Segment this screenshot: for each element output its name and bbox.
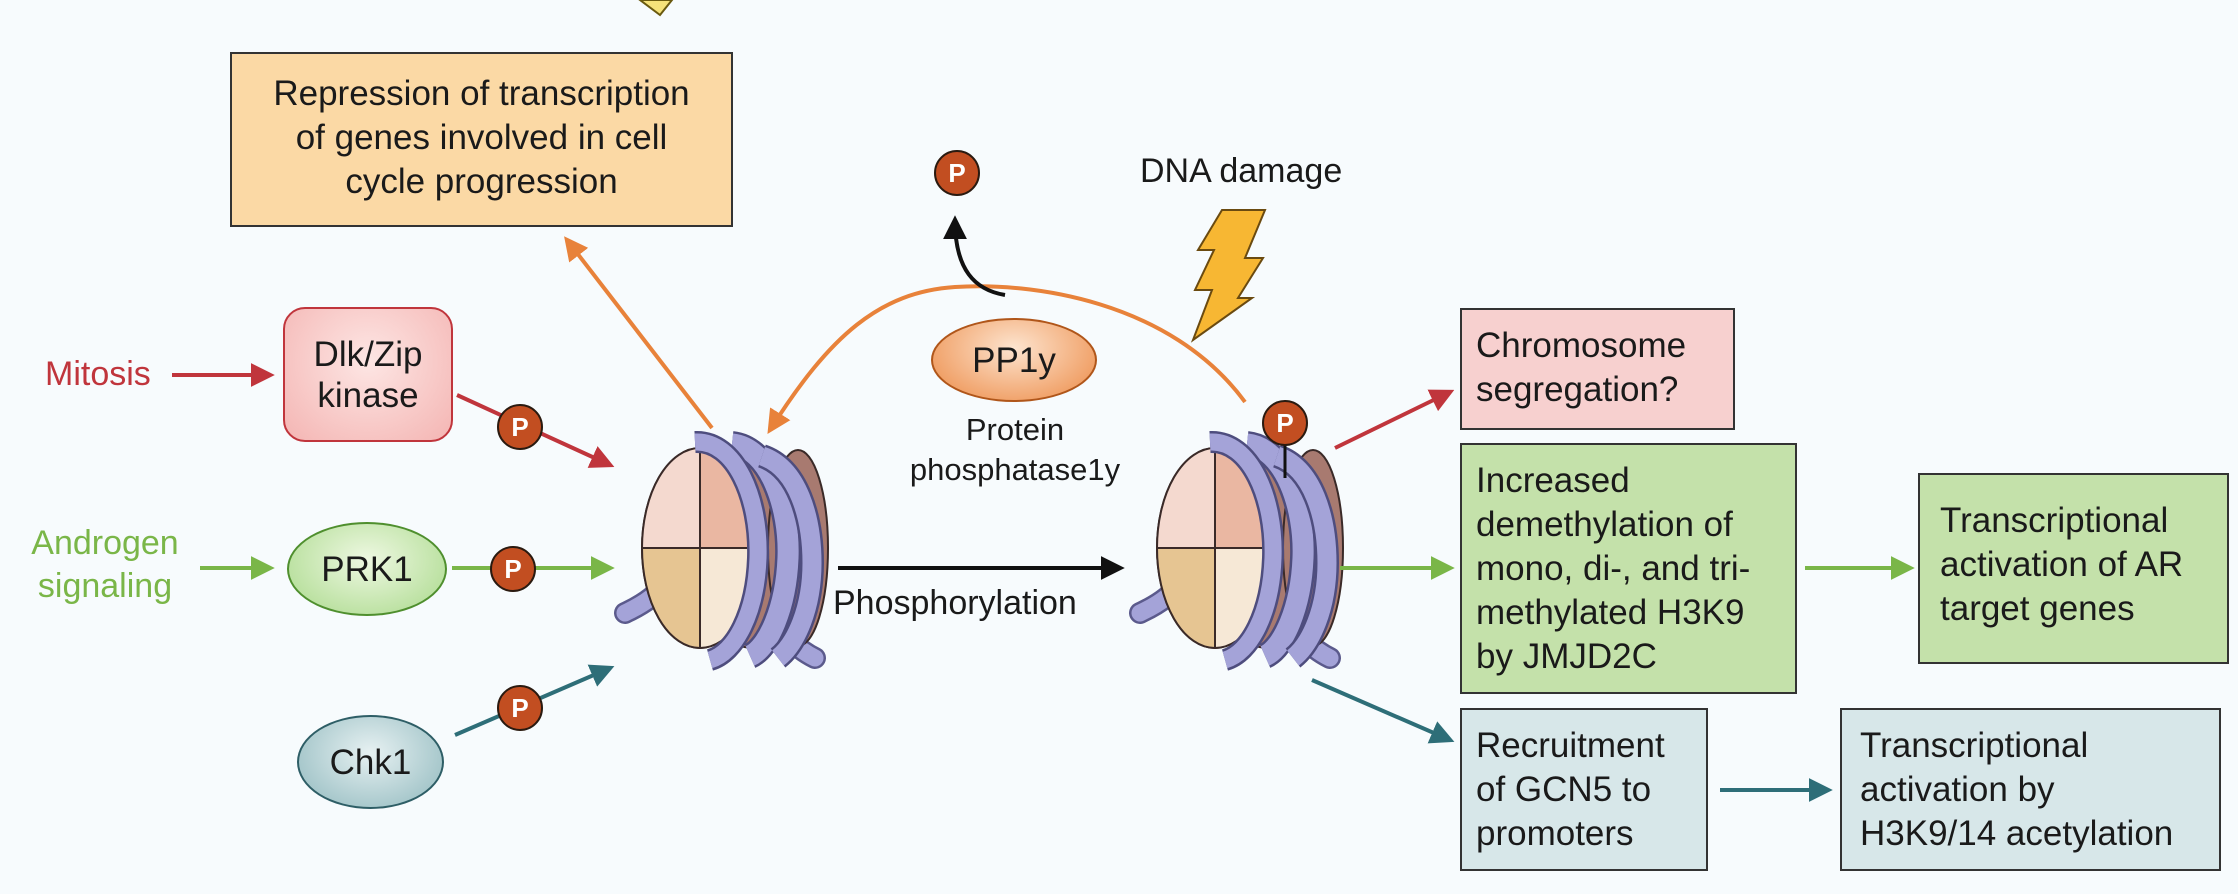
- phospho-badge-dlk: P: [497, 404, 543, 450]
- nucleosome-left: [625, 442, 828, 660]
- dlk-zip-kinase-node: Dlk/Zip kinase: [283, 307, 453, 442]
- demethylation-box: Increased demethylation of mono, di-, an…: [1460, 443, 1797, 694]
- acetylation-box: Transcriptional activation by H3K9/14 ac…: [1840, 708, 2221, 871]
- gcn5-arrow: [1311, 678, 1455, 744]
- prk1-node: PRK1: [287, 522, 447, 616]
- repression-box: Repression of transcription of genes inv…: [230, 52, 733, 227]
- phospho-badge-chk1: P: [497, 685, 543, 731]
- chk1-node: Chk1: [297, 715, 444, 809]
- lightning-bolt-top-icon: [638, 0, 674, 17]
- mitosis-label: Mitosis: [45, 355, 151, 393]
- nucleosome-right: [1140, 442, 1343, 660]
- phospho-badge-nucleosome: P: [1262, 400, 1308, 446]
- gcn5-recruitment-box: Recruitment of GCN5 to promoters: [1460, 708, 1708, 871]
- phosphate-release-arrow: [943, 215, 1006, 297]
- ar-activation-box: Transcriptional activation of AR target …: [1918, 473, 2229, 664]
- repression-arrow: [564, 236, 714, 430]
- dna-damage-label: DNA damage: [1140, 152, 1343, 190]
- phosphorylation-label: Phosphorylation: [833, 584, 1077, 622]
- protein-phosphatase-label: Protein phosphatase1y: [909, 412, 1121, 487]
- dephosphorylation-arc: [767, 284, 1247, 435]
- lightning-bolt-icon: [1190, 209, 1267, 343]
- chromosome-segregation-box: Chromosome segregation?: [1460, 308, 1735, 430]
- chromosome-arrow: [1334, 389, 1455, 450]
- androgen-signaling-label: Androgen signaling: [31, 524, 179, 605]
- phospho-badge-prk1: P: [490, 546, 536, 592]
- phospho-badge-released: P: [934, 150, 980, 196]
- pp1y-node: PP1y: [931, 318, 1097, 402]
